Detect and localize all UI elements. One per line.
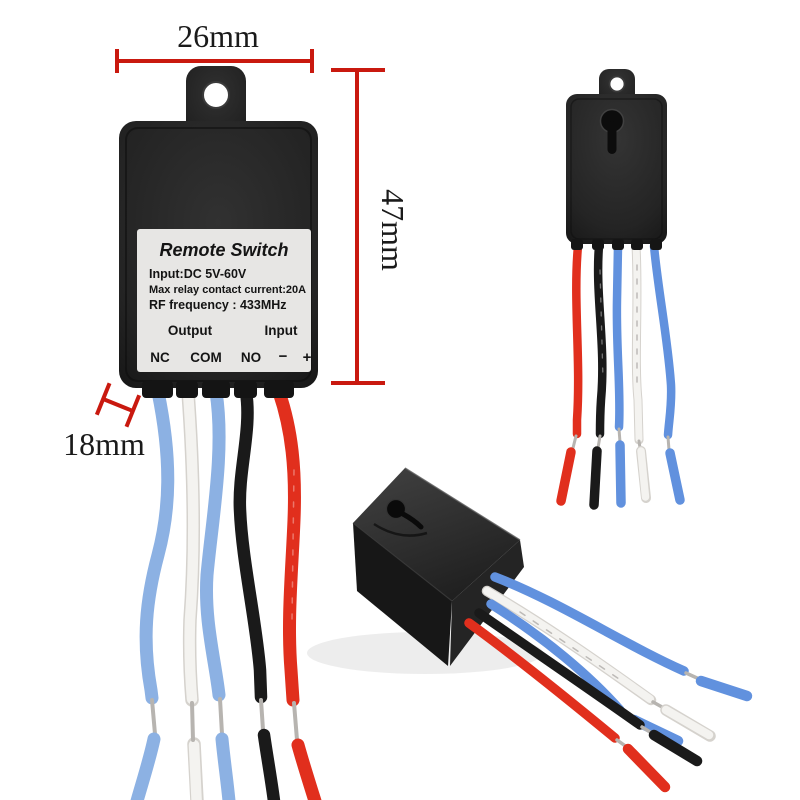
bare-wire-segment	[190, 701, 195, 742]
keyhole-button	[599, 108, 625, 154]
back-view	[556, 69, 685, 510]
wire-end-sleeve	[695, 675, 753, 702]
depth-dimension-label: 18mm	[63, 426, 145, 462]
keyhole-button	[373, 498, 428, 537]
wire-end-sleeve	[636, 446, 651, 503]
wire-black	[474, 608, 703, 767]
wire-white	[631, 241, 651, 503]
label-title: Remote Switch	[159, 240, 288, 260]
spec-line-2: Max relay contact current:20A	[149, 284, 306, 296]
wire-end-sleeve	[589, 446, 602, 510]
wire-end-sleeve	[615, 440, 626, 508]
dimension-lines	[94, 49, 385, 428]
input-group-label: Input	[265, 323, 298, 338]
spec-line-3: RF frequency : 433MHz	[149, 298, 287, 312]
wire-end-sleeve	[215, 732, 236, 800]
output-group-label: Output	[168, 323, 213, 338]
front-view: Remote Switch Input:DC 5V-60V Max relay …	[119, 66, 322, 800]
wire-red	[464, 618, 671, 793]
wire-end-sleeve	[622, 743, 671, 793]
wire-minus-black	[233, 385, 281, 800]
terminal-com: COM	[190, 350, 222, 365]
bare-wire-segment	[651, 700, 664, 709]
wire-end-sleeve	[291, 738, 322, 800]
bare-wire-segment	[596, 434, 602, 450]
bare-wire-segment	[615, 738, 626, 747]
front-view-wires	[130, 385, 322, 800]
mounting-hole	[608, 75, 626, 93]
back-view-wires	[556, 241, 685, 510]
bare-wire-segment	[150, 698, 157, 736]
bare-wire-segment	[218, 697, 224, 736]
bare-wire-segment	[684, 671, 699, 680]
wire-com-white	[181, 385, 204, 800]
width-dimension-line	[115, 49, 314, 73]
strain-relief-nubs	[571, 239, 662, 250]
bare-wire-segment	[640, 725, 652, 734]
perspective-view-wires	[464, 572, 753, 793]
wire-black	[589, 241, 607, 510]
wire-white	[481, 585, 716, 742]
spec-label-text: Remote Switch Input:DC 5V-60V Max relay …	[149, 240, 312, 366]
terminal-no: NO	[241, 350, 261, 365]
terminal-minus: −	[279, 348, 288, 365]
bare-wire-segment	[617, 427, 622, 444]
wire-marking	[519, 611, 626, 684]
wire-blue-left	[612, 241, 626, 508]
spec-line-1: Input:DC 5V-60V	[149, 267, 247, 281]
perspective-view	[307, 467, 753, 793]
height-dimension-line	[331, 68, 385, 385]
wire-end-sleeve	[130, 732, 161, 800]
bare-wire-segment	[571, 434, 578, 450]
wire-end-sleeve	[188, 739, 202, 800]
drop-shadow	[307, 632, 543, 674]
wire-marking	[599, 269, 604, 381]
wire-blue-right	[649, 241, 685, 505]
box-edge	[352, 522, 453, 602]
wire-nc-light-blue	[130, 385, 175, 800]
depth-dimension-line	[94, 382, 142, 428]
width-dimension-label: 26mm	[177, 18, 259, 54]
terminal-plus: +	[303, 349, 312, 366]
device-body	[566, 94, 667, 244]
bare-wire-segment	[292, 701, 299, 742]
box-edge-highlight	[404, 467, 521, 541]
height-dimension-label: 47mm	[375, 189, 411, 271]
spec-label	[137, 229, 311, 372]
wire-blue-top	[490, 572, 753, 702]
wire-end-sleeve	[665, 448, 685, 505]
dimension-labels: 26mm 47mm 18mm	[63, 18, 411, 462]
bare-wire-segment	[259, 698, 265, 732]
wire-red	[556, 241, 583, 506]
case-seam	[373, 522, 428, 537]
mounting-hole	[202, 81, 230, 109]
strain-relief-nubs	[142, 381, 294, 398]
wire-end-sleeve	[648, 729, 703, 767]
wire-no-light-blue	[200, 385, 236, 800]
terminal-nc: NC	[150, 350, 170, 365]
wire-plus-red	[272, 385, 322, 800]
bare-wire-segment	[666, 435, 671, 452]
wire-end-sleeve	[660, 704, 716, 742]
wire-end-sleeve	[556, 447, 576, 506]
box-front-face	[353, 523, 452, 666]
wire-end-sleeve	[257, 728, 281, 800]
